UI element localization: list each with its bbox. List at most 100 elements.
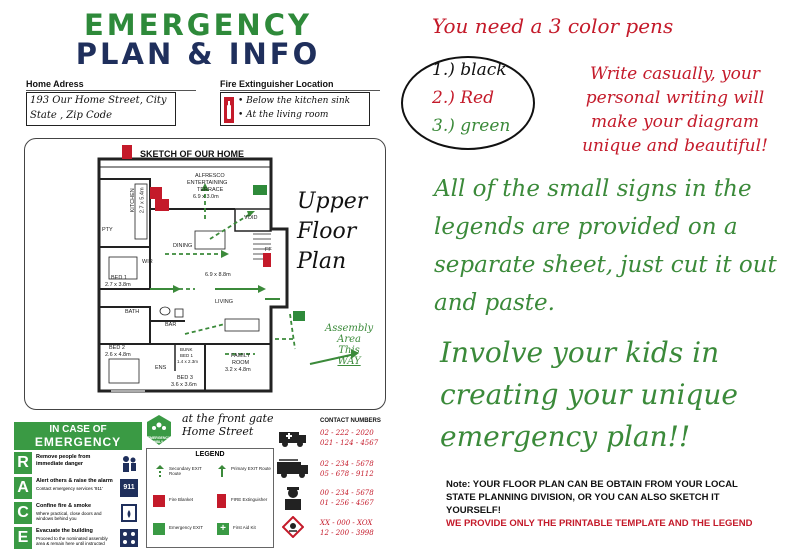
legend-title: LEGEND [195, 451, 225, 458]
emergency-911-badge: 911 [120, 479, 138, 497]
pens-circle [401, 56, 535, 150]
room-bunk: BUNK [180, 347, 193, 352]
race-row: A Alert others & raise the alarm Contact… [14, 477, 142, 501]
contact-number: XX - 000 - XOX [320, 519, 373, 527]
contact-number: 05 - 678 - 9112 [320, 470, 374, 478]
pen-red: 2.) Red [432, 88, 494, 108]
note-line: YOURSELF! [446, 505, 501, 516]
contact-number: 01 - 256 - 4567 [320, 499, 374, 507]
legend-item-label: FIRE Extinguisher [231, 497, 268, 502]
race-subtext: Contact emergency services '911' [36, 486, 103, 491]
room-ff: FF [265, 247, 272, 253]
kids-note: Involve your kids in creating your uniqu… [440, 332, 738, 458]
room-bed4: BED 1 [180, 353, 194, 358]
room-kitchen-size: 2.7 x 5.4m [139, 187, 146, 214]
contact-numbers-title: CONTACT NUMBERS [320, 418, 381, 424]
room-entertaining: ENTERTAINING [187, 180, 228, 186]
fire-door-icon [121, 504, 137, 522]
assembly-word-2: Area [337, 334, 362, 345]
room-ens: ENS [155, 365, 167, 371]
legend-item-label: Fire Blanket [169, 497, 194, 502]
room-bed3-size: 3.6 x 3.6m [171, 382, 197, 388]
extinguisher-marker [263, 253, 271, 267]
room-void: VOID [244, 215, 258, 221]
assembly-word-3: This [338, 345, 360, 356]
assembly-location-line1: at the front gate [182, 412, 274, 425]
room-bed2-size: 2.6 x 4.8m [105, 352, 131, 358]
poison-icon [282, 516, 304, 538]
race-letter: R [14, 452, 32, 474]
race-subtext: Where practical, close doors and windows… [36, 511, 102, 522]
signs-line: and paste. [434, 290, 555, 316]
race-text: Evacuate the building [36, 528, 93, 534]
legend-item-label: Primary EXIT Route [231, 466, 271, 471]
emergency-exit-marker [253, 185, 267, 195]
sketch-handwritten: Upper Floor Plan [297, 187, 367, 277]
extinguisher-line1: • Below the kitchen sink [238, 96, 351, 106]
room-bed4-size: 1.4 x 2.3m [177, 359, 199, 364]
note-red-line: WE PROVIDE ONLY THE PRINTABLE TEMPLATE A… [446, 518, 753, 529]
signs-note: All of the small signs in the legends ar… [434, 170, 777, 322]
people-icon [123, 456, 136, 472]
race-subtext: Proceed to the nominated assembly area &… [36, 536, 108, 547]
floorplan-note: Note: YOUR FLOOR PLAN CAN BE OBTAIN FROM… [446, 478, 752, 530]
extinguisher-marker [122, 145, 132, 159]
casual-line: personal writing will [585, 88, 765, 108]
extinguisher-field[interactable]: • Below the kitchen sink • At the living… [220, 92, 370, 126]
race-row: R Remove people from immediate danger [14, 452, 142, 476]
room-bed3: BED 3 [177, 375, 193, 381]
home-address-field[interactable]: 193 Our Home Street, City State , Zip Co… [26, 92, 176, 126]
contact-number: 12 - 200 - 3998 [320, 529, 374, 537]
race-letter: A [14, 477, 32, 499]
room-terrace: TERRACE [197, 187, 224, 193]
emergency-race-panel: IN CASE OF EMERGENCY R Remove people fro… [14, 422, 142, 550]
legend-item-label: Secondary EXIT Route [169, 466, 202, 477]
emergency-exit-marker [293, 311, 305, 321]
legend-item-label: First Aid Kit [233, 525, 256, 530]
extinguisher-label: Fire Extinguisher Location [220, 79, 334, 89]
room-bed2: BED 2 [109, 345, 125, 351]
secondary-exit-arrow-icon [156, 465, 164, 477]
legend-item-label: Emergency EXIT [169, 525, 204, 530]
emergency-plan-sheet: EMERGENCY PLAN & INFO Home Adress 193 Ou… [6, 4, 390, 550]
pen-green: 3.) green [432, 116, 511, 136]
contact-number: 02 - 234 - 5678 [320, 460, 374, 468]
contact-group: 02 - 234 - 5678 05 - 678 - 9112 [320, 459, 374, 479]
assembly-badge-label: EMERGENCY ASSEMBLY AREA [144, 436, 174, 445]
room-bed1-size: 2.7 x 3.8m [105, 282, 131, 288]
casual-line: unique and beautiful! [582, 136, 768, 156]
emergency-word: EMERGENCY [34, 435, 122, 449]
room-wir: WIR [142, 259, 153, 265]
pens-title: You need a 3 color pens [432, 14, 674, 38]
room-bath: BATH [125, 309, 140, 315]
room-family-size: 3.2 x 4.8m [225, 367, 251, 373]
fire-truck-icon [277, 459, 308, 478]
floor-plan [97, 145, 359, 393]
home-address-line1: 193 Our Home Street, City [30, 95, 167, 106]
room-alfresco-size: 6.9 x 3.0m [193, 194, 219, 200]
casual-line: make your diagram [590, 112, 760, 132]
home-sketch-panel: SKETCH OF OUR HOME [24, 138, 386, 410]
race-row: C Confine fire & smoke Where practical, … [14, 502, 142, 526]
contact-group: 00 - 234 - 5678 01 - 256 - 4567 [320, 488, 374, 508]
fire-blanket-icon [153, 495, 165, 507]
divider [220, 90, 380, 91]
race-text: Alert others & raise the alarm [36, 478, 113, 484]
sketch-word-upper: Upper [297, 189, 368, 214]
fire-blanket-marker [150, 187, 162, 199]
room-dining: DINING [173, 243, 193, 249]
room-main-size: 6.9 x 8.8m [205, 272, 231, 278]
legend-panel: LEGEND Secondary EXIT Route Primary EXIT… [146, 448, 274, 548]
pen-black: 1.) black [432, 60, 507, 80]
home-address-label: Home Adress [26, 79, 84, 89]
race-text: Remove people from immediate danger [36, 454, 91, 467]
race-text: Confine fire & smoke [36, 503, 92, 509]
note-line: STATE PLANNING DIVISION, OR YOU CAN ALSO… [446, 492, 720, 503]
room-bed1: BED 1 [111, 275, 127, 281]
kids-line: creating your unique [440, 378, 738, 411]
assembly-icon [120, 529, 138, 547]
room-room: ROOM [232, 360, 250, 366]
room-pty: PTY [102, 227, 113, 233]
sketch-word-plan: Plan [297, 249, 347, 274]
race-letter: C [14, 502, 32, 524]
